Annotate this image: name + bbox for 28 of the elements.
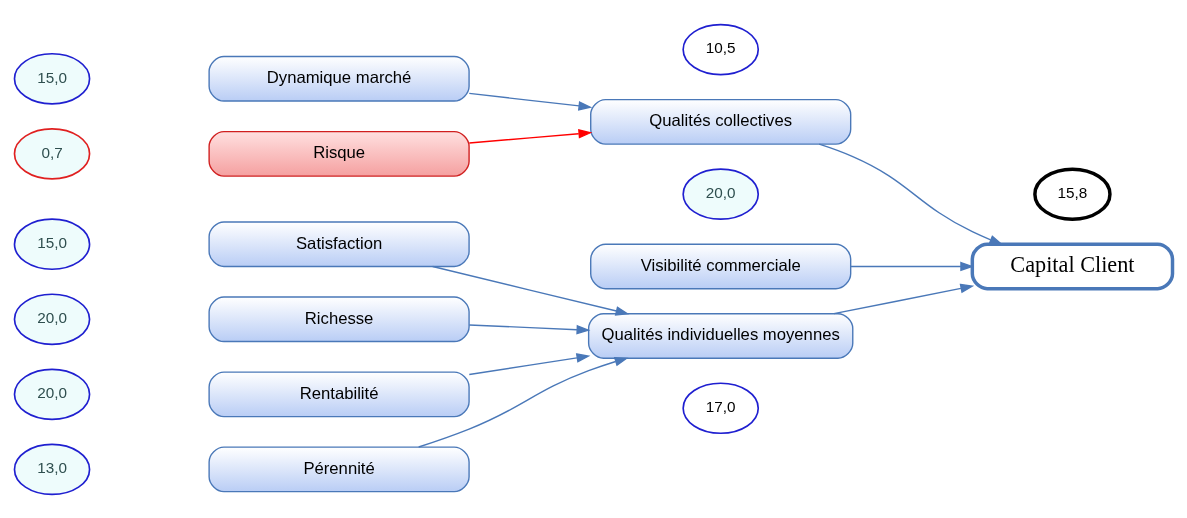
node-box: Qualités individuelles moyennes — [587, 312, 854, 359]
node-ellipse: 10,5 — [682, 23, 760, 75]
arrow — [468, 128, 593, 144]
node-ellipse: 20,0 — [13, 368, 91, 420]
node-ellipse: 15,0 — [13, 217, 91, 270]
node-ellipse: 0,7 — [13, 127, 91, 180]
arrow — [468, 352, 591, 375]
arrow — [468, 92, 593, 111]
arrow — [468, 323, 591, 335]
node-box: Capital Client — [970, 241, 1175, 290]
node-ellipse: 13,0 — [13, 443, 91, 495]
node-ellipse: 20,0 — [682, 167, 760, 220]
node-box: Pérennité — [208, 445, 470, 492]
node-box: Qualités collectives — [590, 98, 852, 145]
node-box: Visibilité commerciale — [590, 243, 852, 289]
node-box: Satisfaction — [208, 220, 470, 267]
node-box: Risque — [208, 130, 470, 177]
node-ellipse: 15,0 — [13, 52, 91, 105]
node-box: Richesse — [208, 295, 470, 342]
node-ellipse: 17,0 — [682, 381, 760, 434]
node-ellipse: 20,0 — [13, 292, 91, 345]
arrow — [431, 265, 630, 316]
arrow — [818, 143, 1004, 245]
arrow — [417, 356, 629, 448]
node-box: Dynamique marché — [208, 55, 470, 102]
node-box: Rentabilité — [208, 370, 470, 417]
arrow — [833, 283, 975, 314]
node-ellipse: 15,8 — [1033, 166, 1112, 221]
